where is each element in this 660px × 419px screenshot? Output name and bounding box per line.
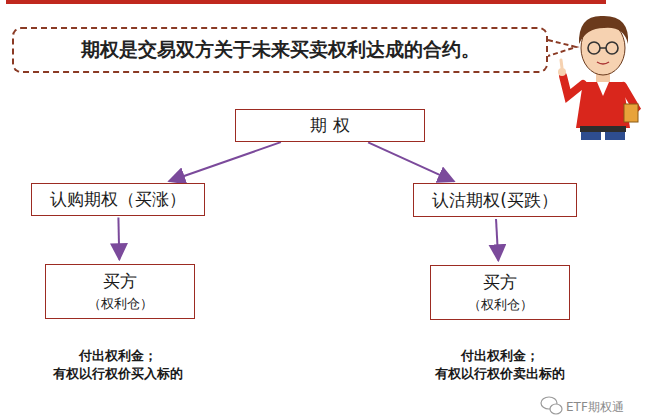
arrow-connector — [368, 142, 454, 181]
box-subtext: （权利仓） — [62, 295, 178, 313]
box-text: 买方 — [62, 270, 178, 293]
note-text: 有权以行权价买入标的 — [53, 365, 183, 383]
party-box: 买方 （权利仓） — [430, 265, 570, 320]
box-text: 期权是交易双方关于未来买卖权利达成的合约。 — [30, 37, 530, 63]
note-text: 付出权利金； — [79, 347, 157, 365]
category-box: 认购期权（买涨） — [31, 183, 205, 216]
box-text: 认购期权（买涨） — [50, 188, 186, 211]
box-text: 买方 — [447, 271, 553, 294]
root-box: 期 权 — [235, 109, 425, 142]
party-box: 买方 （权利仓） — [45, 264, 195, 319]
category-box: 认沽期权(买跌） — [413, 183, 577, 217]
box-text: 期 权 — [254, 114, 406, 137]
presenter-figure — [558, 16, 638, 140]
box-subtext: （权利仓） — [447, 296, 553, 314]
arrow-connector — [117, 218, 120, 260]
note-text: 有权以行权价卖出标的 — [435, 365, 565, 383]
definition-callout: 期权是交易双方关于未来买卖权利达成的合约。 — [12, 27, 548, 73]
callout-tail — [548, 40, 576, 56]
arrow-connector — [496, 219, 498, 261]
note-text: 付出权利金； — [461, 347, 539, 365]
wechat-icon — [541, 397, 562, 414]
arrow-connector — [169, 142, 281, 181]
top-bar — [6, 0, 606, 4]
watermark: ETF期权通 — [566, 399, 624, 416]
box-text: 认沽期权(买跌） — [432, 189, 558, 212]
